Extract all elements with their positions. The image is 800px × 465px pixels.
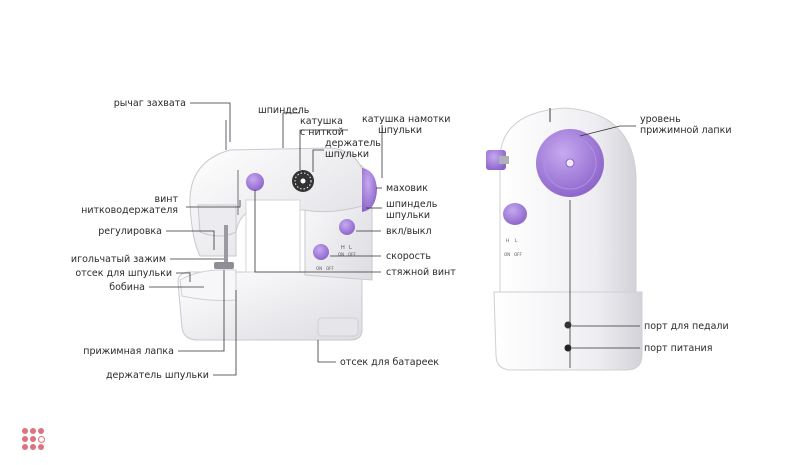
- mark-l: L: [349, 245, 352, 251]
- label-handwheel: маховик: [386, 183, 428, 194]
- free-arm-gap: [245, 199, 301, 273]
- power-button: [339, 219, 355, 235]
- leader-lines: [149, 102, 640, 376]
- side-machine: H L ON OFF: [486, 107, 643, 371]
- label-power-port: порт питания: [644, 343, 712, 354]
- side-bobbin-winder: [486, 150, 506, 170]
- label-battery-compartment: отсек для батареек: [340, 357, 439, 368]
- label-pedal-port: порт для педали: [644, 321, 729, 332]
- mark-off-2: OFF: [326, 266, 334, 271]
- label-grab-lever: рычаг захвата: [114, 98, 186, 109]
- label-tension-screw: стяжной винт: [386, 267, 456, 278]
- label-adjustment: регулировка: [98, 226, 162, 237]
- label-presser-foot: прижимная лапка: [83, 346, 174, 357]
- mark-on-2: ON: [316, 266, 322, 271]
- pedal-port-hole: [564, 321, 572, 329]
- side-knob: [503, 203, 527, 225]
- label-thread-guide-screw-2: нитководержателя: [81, 205, 178, 216]
- spool-knob: [246, 173, 264, 191]
- mark-h: H: [341, 245, 345, 251]
- handwheel-part: [362, 168, 377, 212]
- speed-button: [313, 244, 329, 260]
- label-spindle: шпиндель: [258, 105, 310, 116]
- label-thread-spool-1: катушка: [300, 116, 343, 127]
- mark-off: OFF: [348, 252, 356, 257]
- label-bobbin-winder-2: шпульки: [378, 125, 422, 136]
- side-mark-h: H: [506, 238, 509, 244]
- needle-bar: [224, 225, 228, 265]
- label-speed: скорость: [386, 251, 431, 262]
- label-bobbin: бобина: [109, 282, 145, 293]
- side-mark-on: ON: [504, 252, 510, 257]
- label-bobbin-spindle-1: шпиндель: [386, 199, 438, 210]
- label-on-off: вкл/выкл: [386, 226, 432, 237]
- label-spool-holder-2: шпульки: [325, 149, 369, 160]
- side-labels: уровень прижимной лапки порт для педали …: [640, 114, 732, 354]
- label-thread-spool-2: с ниткой: [300, 127, 344, 138]
- label-presser-level-1: уровень: [640, 114, 681, 125]
- dot-grid-logo-icon: [22, 428, 50, 456]
- side-base: [493, 291, 643, 371]
- label-presser-level-2: прижимной лапки: [640, 125, 732, 136]
- mark-on: ON: [338, 252, 344, 257]
- presser-foot-part: [214, 262, 234, 269]
- label-thread-guide-screw-1: винт: [154, 194, 178, 205]
- label-bobbin-holder: держатель шпульки: [106, 370, 209, 381]
- label-needle-clamp: игольчатый зажим: [71, 254, 166, 265]
- side-mark-off: OFF: [514, 252, 522, 257]
- side-mark-l: L: [515, 238, 518, 244]
- label-bobbin-spindle-2: шпульки: [386, 210, 430, 221]
- power-port-hole: [564, 344, 572, 352]
- label-spool-holder-1: держатель: [325, 138, 381, 149]
- label-bobbin-compartment: отсек для шпульки: [75, 268, 172, 279]
- label-bobbin-winder-1: катушка намотки: [362, 114, 450, 125]
- front-labels: рычаг захвата шпиндель катушка с ниткой …: [71, 98, 456, 381]
- battery-door: [317, 317, 359, 337]
